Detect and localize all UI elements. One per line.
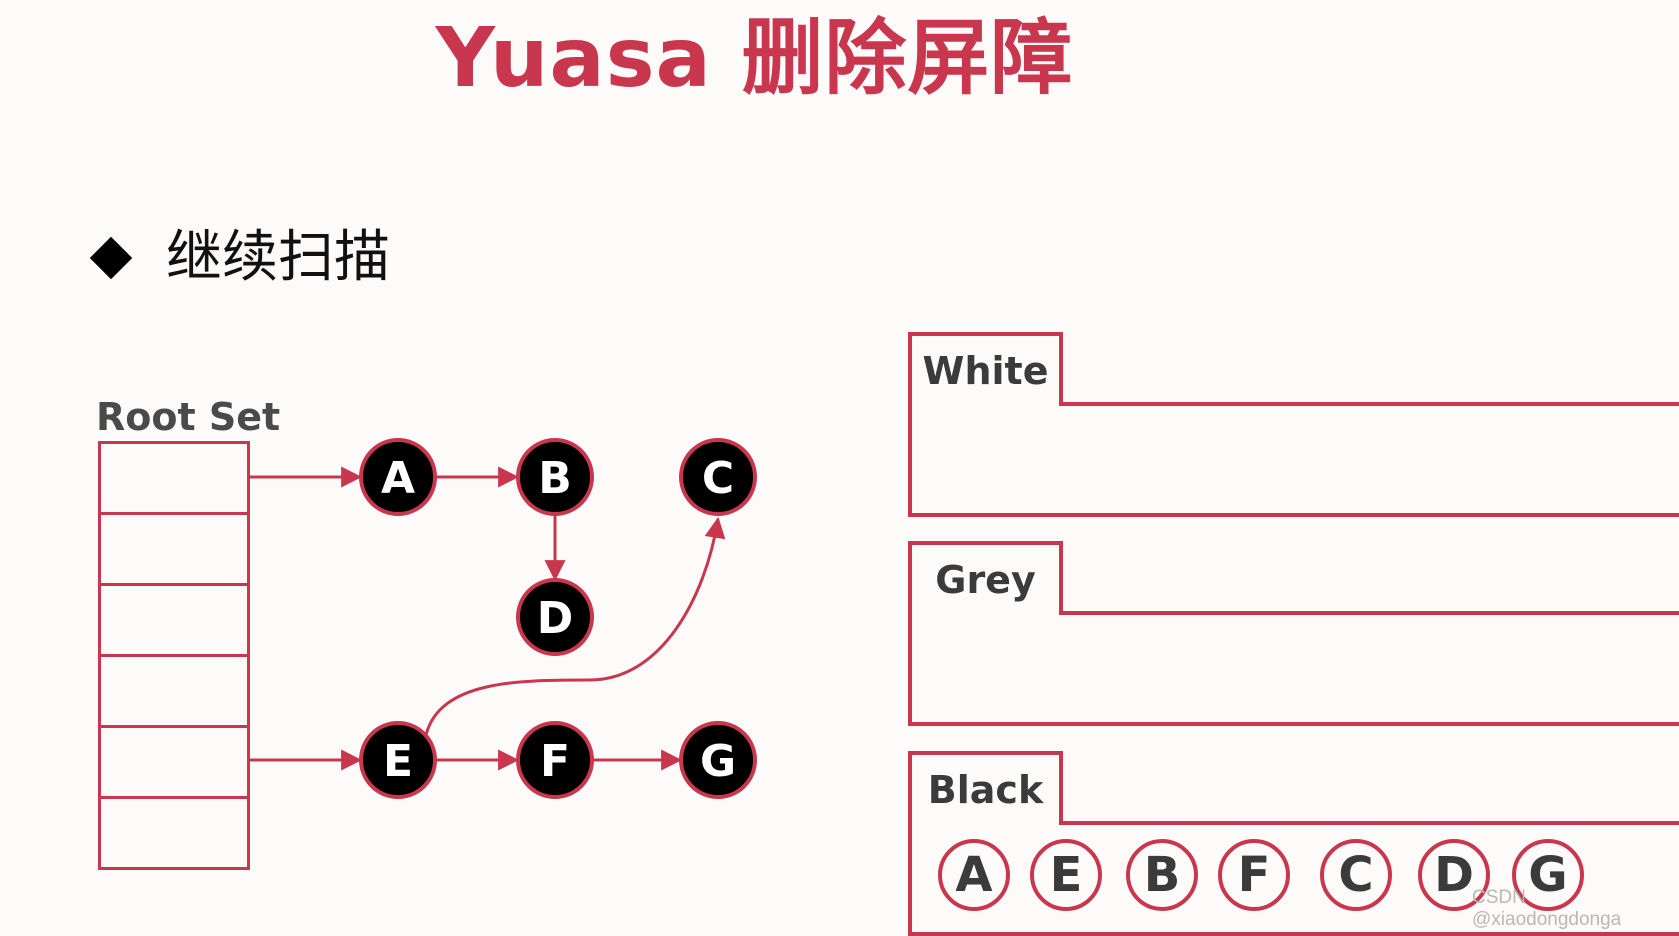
node-d: D: [516, 578, 594, 656]
title-text: Yuasa 删除屏障: [435, 11, 1074, 106]
node-label: C: [702, 453, 734, 504]
black-item-a: A: [938, 839, 1010, 911]
node-circle: [516, 578, 594, 656]
node-circle: [679, 721, 757, 799]
black-item-e: E: [1030, 839, 1102, 911]
node-circle: [359, 438, 437, 516]
node-e: E: [359, 721, 437, 799]
black-item-g: G: [1512, 839, 1584, 911]
grey-panel-box: [908, 611, 1679, 726]
node-c: C: [679, 438, 757, 516]
page-title: Yuasa 删除屏障: [0, 18, 1679, 100]
root-set-cell: [101, 725, 247, 796]
black-item-d: D: [1418, 839, 1490, 911]
watermark: CSDN @xiaodongdonga: [1472, 887, 1622, 930]
node-circle: [679, 438, 757, 516]
white-panel-box: [908, 402, 1679, 517]
node-label: F: [540, 736, 570, 787]
white-panel-tab: White: [908, 332, 1063, 406]
node-label: B: [538, 453, 572, 504]
node-circle: [516, 438, 594, 516]
root-set-cell: [101, 512, 247, 583]
object-graph: A B C D E F G: [250, 438, 757, 799]
node-f: F: [516, 721, 594, 799]
grey-panel-tab: Grey: [908, 541, 1063, 615]
node-label: A: [381, 453, 415, 504]
black-item-c: C: [1320, 839, 1392, 911]
node-b: B: [516, 438, 594, 516]
bullet-point: 继续扫描: [88, 230, 390, 286]
black-item-b: B: [1126, 839, 1198, 911]
black-item-f: F: [1218, 839, 1290, 911]
root-set-label: Root Set: [96, 395, 281, 439]
node-circle: [516, 721, 594, 799]
bullet-text: 继续扫描: [166, 225, 390, 290]
node-label: D: [537, 593, 574, 644]
edge-e-to-c: [424, 516, 726, 736]
root-set-cell: [101, 654, 247, 725]
node-label: G: [700, 736, 736, 787]
root-set-table: [98, 441, 250, 870]
node-circle: [359, 721, 437, 799]
node-a: A: [359, 438, 437, 516]
node-g: G: [679, 721, 757, 799]
root-set-cell: [101, 796, 247, 867]
black-panel-tab: Black: [908, 751, 1063, 825]
root-set-cell: [101, 583, 247, 654]
node-label: E: [383, 736, 413, 787]
